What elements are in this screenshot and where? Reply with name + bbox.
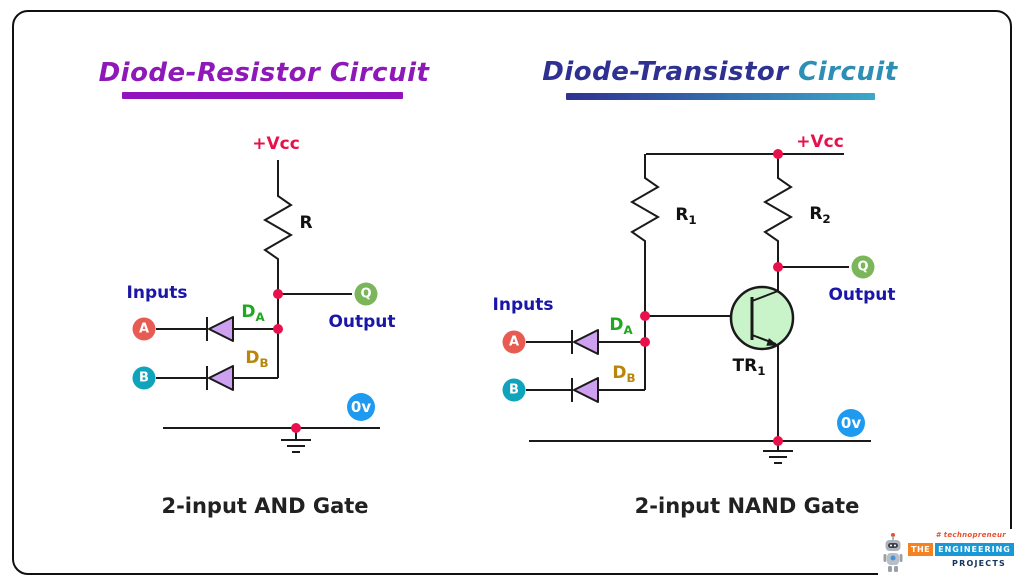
junction-dot [640, 337, 650, 347]
left-resistor-symbol [262, 160, 294, 294]
robot-icon [883, 533, 903, 572]
diode-a-subscript: A [623, 322, 633, 337]
right-title: Diode-Transistor Circuit [542, 57, 897, 87]
left-vcc-label: +Vcc [252, 134, 300, 154]
left-zero-volt-badge: 0v [347, 393, 375, 421]
left-diode-triangles [208, 316, 234, 391]
left-title: Diode-Resistor Circuit [98, 58, 430, 88]
right-resistor-r2-symbol [762, 154, 794, 267]
right-title-underline [566, 93, 875, 100]
right-title-part2: Circuit [788, 57, 898, 87]
left-output-label: Output [328, 312, 396, 332]
right-r2-label: R2 [809, 204, 830, 226]
logo-word-engineering: ENGINEERING [935, 543, 1014, 556]
diode-a-letter: D [609, 315, 624, 336]
tr1-subscript: 1 [757, 363, 766, 378]
right-junction-dots [640, 149, 783, 446]
right-transistor-label: TR1 [733, 356, 766, 378]
right-vcc-label: +Vcc [796, 132, 844, 152]
junction-dot [291, 423, 301, 433]
junction-dot [773, 149, 783, 159]
diode-b-symbol [208, 365, 234, 391]
junction-dot [640, 311, 650, 321]
emitter-arrow-icon [766, 338, 778, 346]
right-resistor-r1-symbol [629, 154, 661, 342]
diode-b-letter: D [245, 348, 260, 369]
right-diode-a-label: DA [609, 315, 632, 337]
right-r1-label: R1 [675, 205, 696, 227]
left-inputs-label: Inputs [126, 283, 188, 303]
diode-a-symbol [208, 316, 234, 342]
transistor-collector-lead [751, 290, 779, 302]
junction-dot [773, 436, 783, 446]
right-title-part1: Diode-Transistor [542, 57, 789, 87]
junction-dot [273, 289, 283, 299]
left-caption: 2-input AND Gate [161, 494, 369, 518]
right-diode-b-label: DB [612, 363, 635, 385]
right-circuit-wires [526, 153, 871, 464]
diode-a-symbol [573, 329, 599, 355]
logo-wordmark: THE ENGINEERING [908, 543, 1014, 556]
right-input-b-badge: B [502, 378, 526, 402]
left-diode-b-label: DB [245, 348, 268, 370]
diode-b-subscript: B [259, 355, 269, 370]
junction-dot [273, 324, 283, 334]
diode-a-subscript: A [255, 309, 265, 324]
r2-subscript: 2 [822, 211, 831, 226]
brand-logo: # technopreneur THE ENGINEERING PROJECTS [878, 529, 1014, 576]
left-title-underline [122, 92, 403, 99]
r1-subscript: 1 [688, 212, 697, 227]
left-input-a-badge: A [132, 317, 156, 341]
logo-word-projects: PROJECTS [952, 559, 1006, 568]
right-output-label: Output [828, 285, 896, 305]
right-inputs-label: Inputs [492, 295, 554, 315]
r1-letter: R [675, 205, 689, 226]
right-q-badge: Q [851, 255, 875, 279]
tr1-letters: TR [732, 356, 758, 377]
transistor-symbol [729, 285, 795, 351]
left-diode-a-label: DA [241, 302, 264, 324]
junction-dot [773, 262, 783, 272]
left-junction-dots [273, 289, 301, 433]
left-circuit-wires [156, 160, 380, 453]
diode-b-letter: D [612, 363, 627, 384]
left-input-b-badge: B [132, 366, 156, 390]
right-diode-triangles [573, 329, 599, 403]
page-border [12, 10, 1012, 575]
logo-word-the: THE [908, 543, 934, 556]
right-zero-volt-badge: 0v [837, 409, 865, 437]
r2-letter: R [809, 204, 823, 225]
transistor-body [729, 285, 795, 351]
right-caption: 2-input NAND Gate [634, 494, 860, 518]
left-q-badge: Q [354, 282, 378, 306]
right-input-a-badge: A [502, 330, 526, 354]
diode-a-letter: D [241, 302, 256, 323]
left-resistor-label: R [299, 213, 313, 233]
logo-tagline: # technopreneur [935, 531, 1006, 539]
diode-b-symbol [573, 377, 599, 403]
diode-b-subscript: B [626, 370, 636, 385]
